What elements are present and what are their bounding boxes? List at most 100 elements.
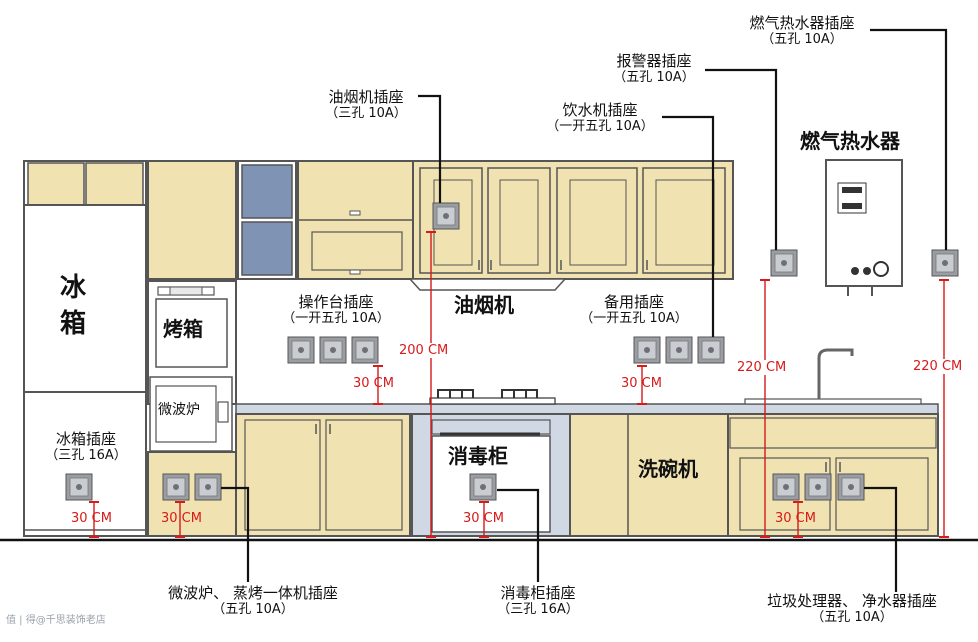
disposer-purifier-socket-spec: （五孔 10A） (811, 610, 893, 625)
dim-hood-height: 200 CM (398, 343, 450, 358)
water-dispenser-socket-spec: （一开五孔 10A） (546, 119, 654, 134)
disinfection-socket (469, 473, 497, 501)
countertop-socket-label: 操作台插座 （一开五孔 10A） (274, 293, 398, 327)
disinfection-socket-holes (480, 484, 486, 490)
steam-oven-socket (194, 473, 222, 501)
outlets (65, 202, 959, 501)
gas-water-heater-label: 燃气热水器 (800, 129, 900, 153)
disinfection-socket-spec: （三孔 16A） (497, 602, 579, 617)
fridge-socket-name: 冰箱插座 (55, 430, 116, 448)
spare-socket-3 (697, 336, 725, 364)
dim-disinfection-low: 30 CM (463, 511, 504, 526)
dim-heater-height-right: 220 CM (912, 359, 964, 374)
spare-socket-1 (633, 336, 661, 364)
tall-cabinet (147, 160, 237, 452)
spare-socket-2 (665, 336, 693, 364)
countertop-socket-3 (351, 336, 379, 364)
disposer-purifier-socket-name: 垃圾处理器、 净水器插座 (767, 592, 937, 610)
microwave-socket-holes (173, 484, 179, 490)
fridge (23, 160, 147, 537)
dishwasher-label: 洗碗机 (638, 457, 698, 481)
alarm-socket-name: 报警器插座 (616, 52, 692, 70)
spare-socket-label: 备用插座 （一开五孔 10A） (572, 293, 696, 327)
microwave-label: 微波炉 (158, 402, 200, 418)
dim-fridge-low: 30 CM (71, 511, 112, 526)
disinfection-socket-name: 消毒柜插座 (500, 584, 576, 602)
leader-microwave-steam-oven (221, 486, 250, 582)
range-hood-socket-holes (443, 213, 449, 219)
leader-range-hood (418, 94, 442, 203)
countertop-socket-3-holes (362, 347, 368, 353)
spare-socket-spec: （一开五孔 10A） (580, 311, 688, 326)
alarm-socket (770, 249, 798, 277)
range-hood-label: 油烟机 (454, 293, 514, 317)
range-hood (408, 278, 567, 291)
spare-socket-1-holes (644, 347, 650, 353)
disinfection-socket-label: 消毒柜插座 （三孔 16A） (478, 584, 598, 618)
spare-socket-2-holes (676, 347, 682, 353)
countertop-socket-1 (287, 336, 315, 364)
leader-water-dispenser (662, 115, 715, 337)
purifier-socket-2-holes (848, 484, 854, 490)
dimension-lines (89, 231, 949, 538)
disposer-socket (772, 473, 800, 501)
fridge-socket-holes (76, 484, 82, 490)
dim-sink-low: 30 CM (775, 511, 816, 526)
countertop-socket-2-holes (330, 347, 336, 353)
flip-wall-cabinet (297, 160, 414, 280)
alarm-socket-spec: （五孔 10A） (613, 70, 695, 85)
microwave-socket (162, 473, 190, 501)
gas-stove (429, 389, 556, 405)
disposer-purifier-socket-label: 垃圾处理器、 净水器插座 （五孔 10A） (736, 592, 968, 626)
countertop-socket-name: 操作台插座 (298, 293, 374, 311)
wall-cabinets-right (412, 160, 734, 280)
spare-socket-name: 备用插座 (603, 293, 664, 311)
leader-disposer-purifier (864, 486, 898, 592)
water-dispenser-socket-name: 饮水机插座 (562, 101, 638, 119)
purifier-socket-1-holes (815, 484, 821, 490)
disposer-socket-holes (783, 484, 789, 490)
fridge-socket-spec: （三孔 16A） (45, 448, 127, 463)
dim-heater-height-left: 220 CM (736, 360, 788, 375)
oven-label: 烤箱 (163, 317, 203, 341)
gas-water-heater (825, 159, 903, 296)
fridge-label: 冰 箱 (60, 273, 87, 340)
gas-heater-socket-label: 燃气热水器插座 （五孔 10A） (734, 14, 870, 48)
dim-counter-right: 30 CM (621, 376, 662, 391)
dim-counter-left: 30 CM (353, 376, 394, 391)
leader-disinfection (497, 488, 540, 582)
countertop-socket-2 (319, 336, 347, 364)
purifier-socket-1 (804, 473, 832, 501)
dim-microwave-low: 30 CM (161, 511, 202, 526)
countertop-socket-spec: （一开五孔 10A） (282, 311, 390, 326)
countertop-socket-1-holes (298, 347, 304, 353)
glass-wall-cabinet (237, 160, 297, 280)
steam-oven-socket-holes (205, 484, 211, 490)
leader-alarm (705, 68, 778, 250)
gas-heater-socket-name: 燃气热水器插座 (749, 14, 855, 32)
watermark: 值 | 得@千思装饰老店 (6, 615, 106, 626)
leader-gas-heater (870, 28, 948, 250)
spare-socket-3-holes (708, 347, 714, 353)
leader-lines (221, 28, 948, 592)
fridge-socket-label: 冰箱插座 （三孔 16A） (36, 430, 136, 464)
sink-faucet (744, 348, 922, 405)
gas-heater-socket-holes (942, 260, 948, 266)
range-hood-socket-spec: （三孔 10A） (325, 106, 407, 121)
fridge-socket (65, 473, 93, 501)
gas-heater-socket (931, 249, 959, 277)
microwave-steam-oven-socket-spec: （五孔 10A） (212, 602, 294, 617)
base-cabinets (147, 413, 939, 537)
countertop (235, 403, 939, 415)
water-dispenser-socket-label: 饮水机插座 （一开五孔 10A） (538, 101, 662, 135)
range-hood-socket-label: 油烟机插座 （三孔 10A） (316, 88, 416, 122)
purifier-socket-2 (837, 473, 865, 501)
range-hood-socket-name: 油烟机插座 (328, 88, 404, 106)
range-hood-socket (432, 202, 460, 230)
alarm-socket-label: 报警器插座 （五孔 10A） (604, 52, 704, 86)
microwave-steam-oven-socket-label: 微波炉、 蒸烤一体机插座 （五孔 10A） (138, 584, 368, 618)
disinfection-cabinet-label: 消毒柜 (448, 444, 508, 468)
alarm-socket-holes (781, 260, 787, 266)
